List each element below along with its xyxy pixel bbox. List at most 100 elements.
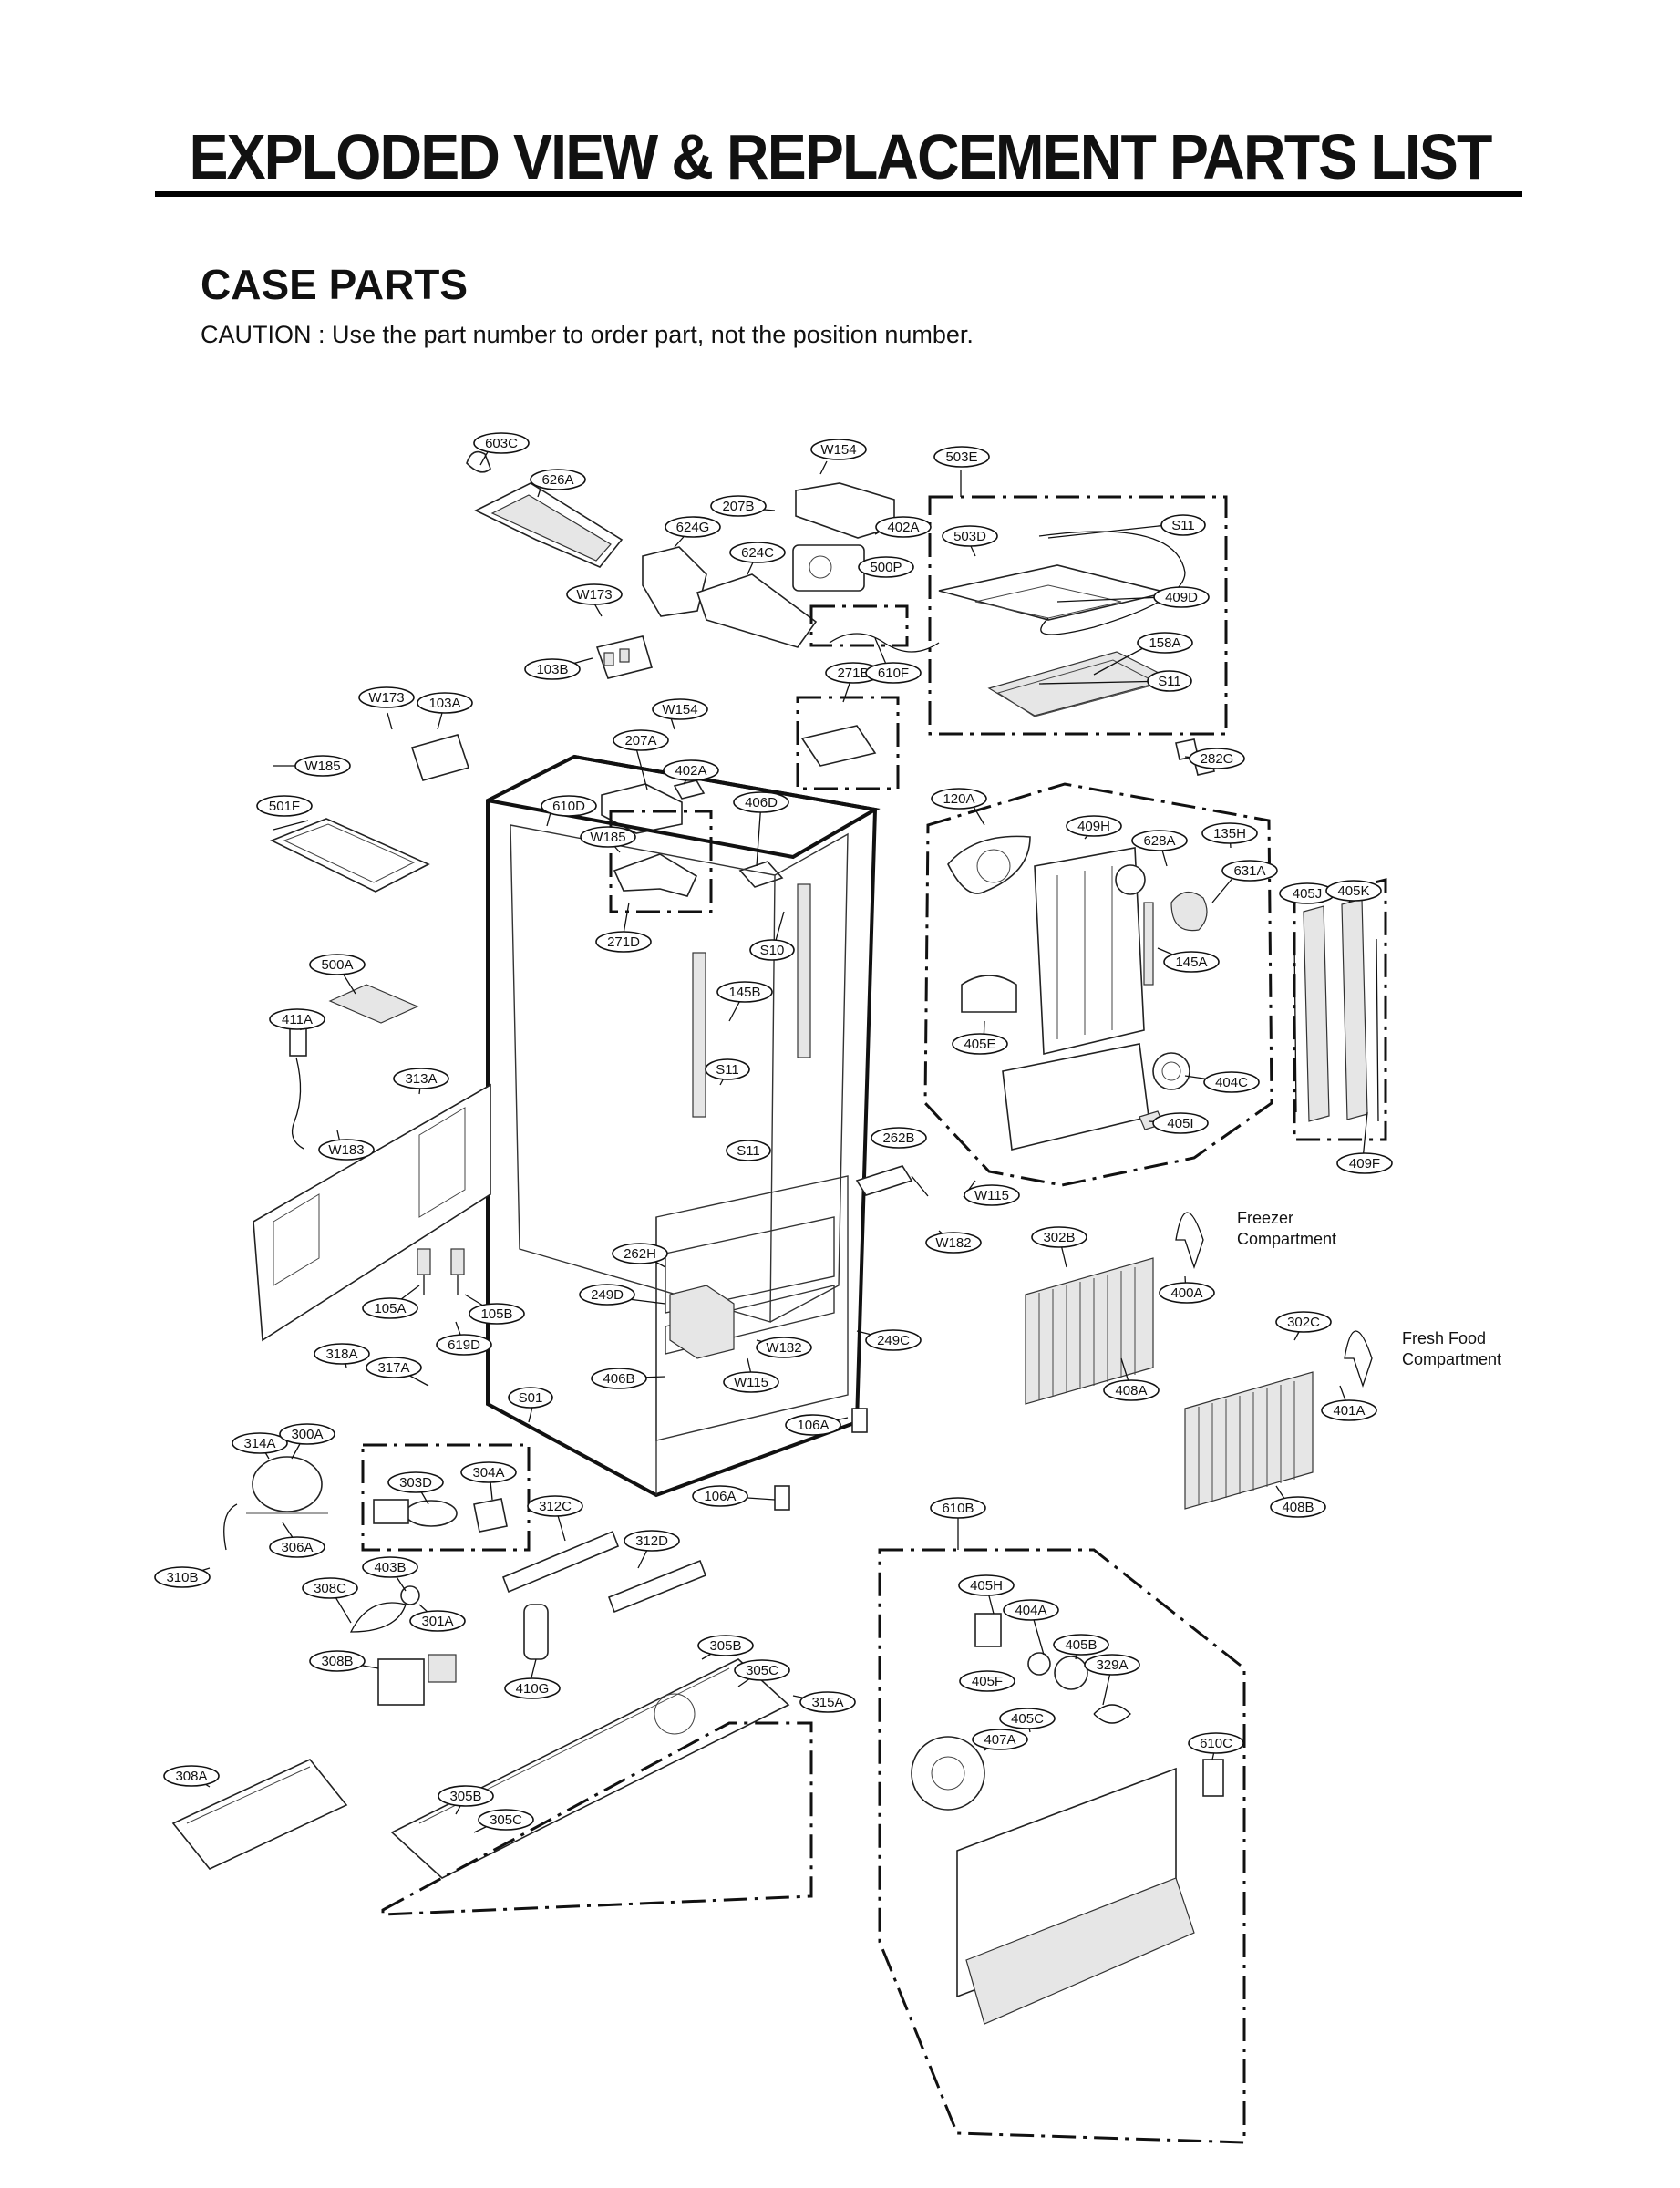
callout-158a: 158A bbox=[1137, 632, 1193, 654]
page-title: EXPLODED VIEW & REPLACEMENT PARTS LIST bbox=[189, 121, 1492, 192]
callout-label: 404C bbox=[1215, 1075, 1248, 1090]
callout-301a: 301A bbox=[409, 1610, 466, 1632]
callout-label: 610D bbox=[552, 799, 585, 814]
fresh-food-caption-line-2: Compartment bbox=[1402, 1350, 1501, 1368]
callout-label: 105B bbox=[480, 1306, 512, 1322]
callout-bubble bbox=[933, 446, 990, 468]
callout-317a: 317A bbox=[366, 1357, 422, 1378]
callout-308c: 308C bbox=[302, 1577, 358, 1599]
callout-106a: 106A bbox=[785, 1414, 841, 1436]
callout-s01: S01 bbox=[508, 1387, 553, 1409]
callout-207a: 207A bbox=[613, 729, 669, 751]
callout-bubble bbox=[810, 439, 867, 460]
callout-label: 318A bbox=[325, 1347, 357, 1362]
callout-bubble bbox=[1201, 822, 1258, 844]
callout-s11: S11 bbox=[726, 1140, 771, 1161]
callout-402a: 402A bbox=[875, 516, 932, 538]
callout-bubble bbox=[1325, 880, 1382, 902]
callout-262h: 262H bbox=[612, 1243, 668, 1264]
callout-label: W173 bbox=[368, 690, 404, 706]
callout-bubble bbox=[692, 1485, 748, 1507]
fresh-food-caption-line-1: Fresh Food bbox=[1402, 1329, 1486, 1347]
callout-bubble bbox=[232, 1432, 288, 1454]
callout-308a: 308A bbox=[163, 1765, 220, 1787]
section-title: CASE PARTS bbox=[201, 261, 469, 308]
callout-label: 300A bbox=[291, 1427, 323, 1442]
callout-105a: 105A bbox=[362, 1297, 418, 1319]
callout-label: 409D bbox=[1165, 590, 1198, 605]
callout-bubble bbox=[652, 698, 708, 720]
callout-308b: 308B bbox=[309, 1650, 366, 1672]
callout-bubble bbox=[1270, 1496, 1326, 1518]
callout-label: 628A bbox=[1143, 833, 1175, 849]
callout-bubble bbox=[504, 1677, 561, 1699]
callout-bubble bbox=[964, 1184, 1020, 1206]
callout-label: 249C bbox=[877, 1333, 910, 1348]
callout-624g: 624G bbox=[665, 516, 721, 538]
callout-label: 103B bbox=[536, 662, 568, 677]
callout-bubble bbox=[663, 759, 719, 781]
callout-bubble bbox=[958, 1574, 1015, 1596]
callout-bubble bbox=[1147, 670, 1192, 692]
callout-302b: 302B bbox=[1031, 1226, 1087, 1248]
callout-bubble bbox=[726, 1140, 771, 1161]
callout-106a: 106A bbox=[692, 1485, 748, 1507]
callout-label: 409F bbox=[1349, 1156, 1380, 1171]
callout-label: 410G bbox=[516, 1681, 550, 1697]
callout-label: W154 bbox=[820, 442, 856, 458]
callout-405j: 405J bbox=[1279, 882, 1335, 904]
callout-bubble bbox=[749, 939, 795, 961]
callout-label: 315A bbox=[811, 1695, 843, 1710]
callout-305b: 305B bbox=[438, 1785, 494, 1807]
callout-bubble bbox=[1188, 1732, 1244, 1754]
callout-label: 619D bbox=[448, 1337, 480, 1353]
callout-bubble bbox=[930, 1497, 986, 1519]
callout-w185: W185 bbox=[294, 755, 351, 777]
callout-103b: 103B bbox=[524, 658, 581, 680]
callout-label: 317A bbox=[377, 1360, 409, 1376]
callout-bubble bbox=[1131, 830, 1188, 851]
callout-label: S11 bbox=[737, 1143, 760, 1159]
callout-408b: 408B bbox=[1270, 1496, 1326, 1518]
callout-bubble bbox=[942, 525, 998, 547]
callout-bubble bbox=[952, 1033, 1008, 1055]
callout-bubble bbox=[799, 1691, 856, 1713]
callout-label: 407A bbox=[984, 1732, 1015, 1748]
callout-bubble bbox=[999, 1708, 1056, 1729]
callout-label: 405F bbox=[972, 1674, 1003, 1689]
callout-label: 106A bbox=[704, 1489, 736, 1504]
callout-bubble bbox=[1189, 748, 1245, 769]
callout-bubble bbox=[366, 1357, 422, 1378]
callout-bubble bbox=[959, 1670, 1015, 1692]
callout-label: 405K bbox=[1337, 883, 1369, 899]
callout-207b: 207B bbox=[710, 495, 767, 517]
callout-label: 308C bbox=[314, 1581, 346, 1596]
callout-610d: 610D bbox=[541, 795, 597, 817]
callout-w183: W183 bbox=[318, 1139, 375, 1161]
callout-bubble bbox=[460, 1461, 517, 1483]
callout-bubble bbox=[1153, 586, 1210, 608]
callout-bubble bbox=[595, 931, 652, 953]
part-drawings bbox=[171, 450, 1379, 2025]
callout-bubble bbox=[1163, 951, 1220, 973]
callout-bubble bbox=[436, 1334, 492, 1356]
callout-label: W185 bbox=[304, 759, 340, 774]
callout-label: 145A bbox=[1175, 955, 1207, 970]
callout-631a: 631A bbox=[1221, 860, 1278, 882]
callout-315a: 315A bbox=[799, 1691, 856, 1713]
callout-label: 406D bbox=[745, 795, 778, 810]
caution-note: CAUTION : Use the part number to order p… bbox=[201, 321, 974, 348]
callout-bubble bbox=[417, 692, 473, 714]
callout-bubble bbox=[1275, 1311, 1332, 1333]
callout-302c: 302C bbox=[1275, 1311, 1332, 1333]
callout-503e: 503E bbox=[933, 446, 990, 468]
callout-label: 610C bbox=[1200, 1736, 1232, 1751]
callout-405c: 405C bbox=[999, 1708, 1056, 1729]
callout-label: W173 bbox=[576, 587, 612, 603]
callout-label: 402A bbox=[675, 763, 706, 779]
freezer-caption-line-2: Compartment bbox=[1237, 1230, 1336, 1248]
callout-w173: W173 bbox=[566, 583, 623, 605]
callout-bubble bbox=[865, 662, 922, 684]
title-divider bbox=[155, 191, 1522, 197]
callout-500a: 500A bbox=[309, 954, 366, 975]
